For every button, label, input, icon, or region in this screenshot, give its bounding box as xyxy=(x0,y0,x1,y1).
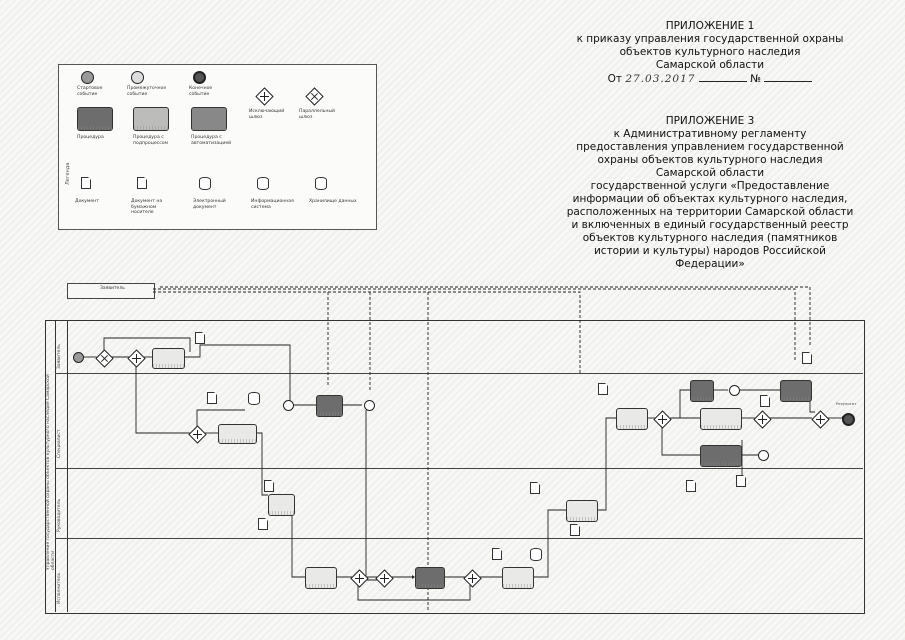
document-icon xyxy=(802,352,812,364)
subprocess-shape-icon xyxy=(133,107,169,131)
handwritten-date: 27.03.2017 xyxy=(625,73,696,85)
from-label: От xyxy=(607,73,622,85)
lane-divider xyxy=(55,468,863,469)
lane-header: Заявитель xyxy=(55,320,68,373)
intermediate-event xyxy=(364,400,375,411)
document-icon xyxy=(258,518,268,530)
appendix-3-line: государственной услуги «Предоставление xyxy=(590,180,830,192)
document-icon xyxy=(570,524,580,536)
document-icon xyxy=(207,392,217,404)
appendix-3-line: истории и культуры) народов Российской xyxy=(593,245,827,257)
appendix-1-title: ПРИЛОЖЕНИЕ 1 xyxy=(665,20,755,32)
legend-label: Процедура с автоматизацией xyxy=(191,135,232,146)
document-icon xyxy=(195,332,205,344)
underline xyxy=(698,72,747,82)
legend-label: Документ xyxy=(75,199,99,204)
end-label: Результат xyxy=(836,401,857,406)
appendix-3-line: Самарской области xyxy=(655,167,765,179)
intermediate-event xyxy=(283,400,294,411)
legend-label: Конечное событие xyxy=(189,86,213,97)
task-check-registry xyxy=(415,567,445,589)
appendix-3-header: ПРИЛОЖЕНИЕ 3 к Административному регламе… xyxy=(555,115,865,271)
appendix-3-line: и включенных в единый государственный ре… xyxy=(571,219,849,231)
underline xyxy=(764,72,813,82)
task-review xyxy=(616,408,648,430)
process-pool xyxy=(45,320,865,614)
end-event-icon xyxy=(193,71,206,84)
appendix-3-line: к Административному регламенту xyxy=(613,128,807,140)
task-register-request xyxy=(218,424,257,444)
appendix-1-header: ПРИЛОЖЕНИЕ 1 к приказу управления госуда… xyxy=(560,20,860,86)
data-store-icon xyxy=(315,177,327,190)
lane-divider xyxy=(55,373,863,374)
document-icon xyxy=(492,548,502,560)
legend-label: Промежуточное событие xyxy=(127,86,167,97)
electronic-document-icon xyxy=(199,177,211,190)
start-event xyxy=(73,352,84,363)
appendix-3-title: ПРИЛОЖЕНИЕ 3 xyxy=(665,115,755,127)
appendix-3-line: расположенных на территории Самарской об… xyxy=(566,206,854,218)
task-send-response xyxy=(316,395,343,417)
pool-header: Управление государственной охраны объект… xyxy=(45,320,56,612)
task-notify xyxy=(700,408,742,430)
appendix-3-line: объектов культурного наследия (памятнико… xyxy=(582,232,838,244)
legend-label: Электронный документ xyxy=(193,199,226,210)
applicant-artifact-label: Заявитель xyxy=(100,286,125,291)
document-icon xyxy=(686,480,696,492)
legend-label: Параллельный шлюз xyxy=(299,109,335,120)
document-icon xyxy=(264,480,274,492)
task-refuse xyxy=(700,445,742,467)
appendix-3-line: информации об объектах культурного насле… xyxy=(572,193,848,205)
document-icon xyxy=(530,482,540,494)
appendix-1-date-line: От 27.03.2017 № xyxy=(560,72,860,86)
document-icon xyxy=(81,177,91,189)
task-issue-result xyxy=(690,380,714,402)
data-store-icon xyxy=(248,392,260,405)
task-sign xyxy=(566,500,598,522)
lane-header: Руководитель xyxy=(55,468,68,538)
legend-label: Исключающий шлюз xyxy=(249,109,285,120)
applicant-artifact-box xyxy=(67,283,155,299)
number-label: № xyxy=(750,73,762,85)
legend-label: Процедура xyxy=(77,135,104,140)
intermediate-event xyxy=(729,385,740,396)
automated-task-icon xyxy=(191,107,227,131)
appendix-3-line: предоставления управлением государственн… xyxy=(576,141,844,153)
task-shape-icon xyxy=(77,107,113,131)
intermediate-event xyxy=(758,450,769,461)
end-event xyxy=(842,413,855,426)
legend-label: Процедура с подпроцессом xyxy=(133,135,169,146)
legend-label: Информационная система xyxy=(251,199,294,210)
document-icon xyxy=(760,395,770,407)
appendix-1-line1: к приказу управления государственной охр… xyxy=(576,33,844,45)
task-approve xyxy=(268,494,295,516)
document-icon xyxy=(598,383,608,395)
information-system-icon xyxy=(257,177,269,190)
document-icon xyxy=(736,475,746,487)
legend-label: Хранилище данных xyxy=(309,199,357,204)
task-prepare-info xyxy=(305,567,337,589)
appendix-3-line: охраны объектов культурного наследия xyxy=(597,154,823,166)
bpmn-legend: Легенда Стартовое событие Промежуточное … xyxy=(58,64,377,230)
legend-label: Стартовое событие xyxy=(77,86,103,97)
appendix-3-line: Федерации» xyxy=(675,258,745,270)
task-receive-request xyxy=(152,348,185,369)
lane-header: Исполнитель xyxy=(55,538,68,612)
task-send-applicant xyxy=(780,380,812,402)
intermediate-event-icon xyxy=(131,71,144,84)
appendix-1-line3: Самарской области xyxy=(655,59,765,71)
paper-document-icon xyxy=(137,177,147,189)
lane-divider xyxy=(55,538,863,539)
start-event-icon xyxy=(81,71,94,84)
task-draft-response xyxy=(502,567,534,589)
legend-label: Документ на бумажном носителе xyxy=(131,199,163,215)
appendix-1-line2: объектов культурного наследия xyxy=(619,46,801,58)
lane-header: Специалист xyxy=(55,373,68,468)
data-store-icon xyxy=(530,548,542,561)
